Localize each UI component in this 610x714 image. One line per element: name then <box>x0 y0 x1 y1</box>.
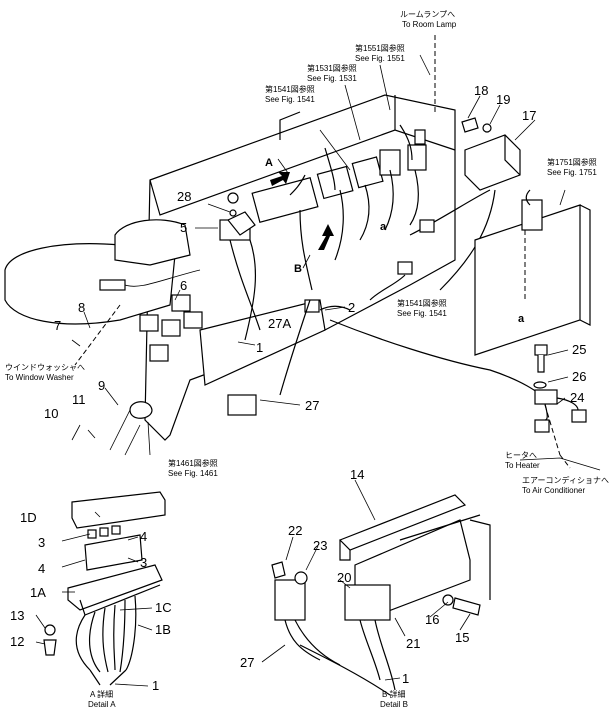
part-number-1-main: 1 <box>256 340 263 355</box>
fig1461-callout-ja: 第1461図参照 <box>168 458 218 468</box>
part-number-1-detail-a: 1 <box>152 678 159 693</box>
part-number-27-main: 27 <box>305 398 319 413</box>
part-number-26: 26 <box>572 369 586 384</box>
view-arrows <box>270 172 334 250</box>
part-number-4-left: 4 <box>38 561 45 576</box>
part-number-14: 14 <box>350 467 364 482</box>
fig1541-mid-callout-ja: 第1541図参照 <box>397 298 447 308</box>
room-lamp-callout-ja: ルームランプへ <box>400 10 455 19</box>
aircon-callout-en: To Air Conditioner <box>522 486 585 495</box>
heater-callout-en: To Heater <box>505 461 540 470</box>
detail-b-title-en: Detail B <box>380 700 408 709</box>
room-lamp-callout-en: To Room Lamp <box>402 20 457 29</box>
part-number-28: 28 <box>177 189 191 204</box>
part-number-3-left: 3 <box>38 535 45 550</box>
aircon-callout-ja: エアーコンディショナへ <box>522 475 609 485</box>
washer-lead <box>74 304 121 366</box>
part-number-16: 16 <box>425 612 439 627</box>
part-number-8: 8 <box>78 300 85 315</box>
part-number-1b: 1B <box>155 622 171 637</box>
part-number-2: 2 <box>348 300 355 315</box>
connection-letter-a-panel: a <box>518 313 525 325</box>
part-number-21: 21 <box>406 636 420 651</box>
detail-a-connector-assembly <box>43 491 166 686</box>
part-number-13: 13 <box>10 608 24 623</box>
leader-lines <box>35 54 569 687</box>
part-number-10: 10 <box>44 406 58 421</box>
part-number-1c: 1C <box>155 600 172 615</box>
detail-a-title-en: Detail A <box>88 700 116 709</box>
heater-lead <box>544 404 571 469</box>
part-number-27-detail-b: 27 <box>240 655 254 670</box>
part-number-23: 23 <box>313 538 327 553</box>
main-dashboard-assembly <box>4 94 587 456</box>
part-number-20: 20 <box>337 570 351 585</box>
fig1751-callout-en: See Fig. 1751 <box>547 168 597 177</box>
controller-17-and-panel <box>439 117 591 389</box>
part-number-27a: 27A <box>268 316 291 331</box>
detail-b-title-ja: B 詳細 <box>382 689 406 699</box>
fig1531-callout-en: See Fig. 1531 <box>307 74 357 83</box>
view-letter-a: A <box>265 157 273 169</box>
part-number-6: 6 <box>180 278 187 293</box>
fig1551-callout-en: See Fig. 1551 <box>355 54 405 63</box>
part-number-5: 5 <box>180 220 187 235</box>
connection-letter-a-dashboard: a <box>380 221 387 233</box>
fig1531-callout-ja: 第1531図参照 <box>307 63 357 73</box>
part-number-3-right: 3 <box>140 555 147 570</box>
part-number-1a: 1A <box>30 585 46 600</box>
view-letter-b: B <box>294 263 302 275</box>
part-number-9: 9 <box>98 378 105 393</box>
fig1551-callout-ja: 第1551図参照 <box>355 43 405 53</box>
part-number-18: 18 <box>474 83 488 98</box>
part-number-1-detail-b: 1 <box>402 671 409 686</box>
part-number-22: 22 <box>288 523 302 538</box>
washer-callout-ja: ウインドウォッシャへ <box>5 363 85 372</box>
part-number-7: 7 <box>54 318 61 333</box>
part-number-15: 15 <box>455 630 469 645</box>
fig1541-mid-callout-en: See Fig. 1541 <box>397 309 447 318</box>
part-number-11: 11 <box>72 392 86 407</box>
part-number-4-right: 4 <box>140 529 147 544</box>
fig1541-top-callout-en: See Fig. 1541 <box>265 95 315 104</box>
fig1461-callout-en: See Fig. 1461 <box>168 469 218 478</box>
washer-callout-en: To Window Washer <box>5 373 74 382</box>
part-number-25: 25 <box>572 342 586 357</box>
view-letters: A B a a <box>265 157 525 325</box>
part-numbers: 28 5 6 7 8 9 10 11 1 27A 2 27 18 19 17 2… <box>10 83 586 693</box>
fig1541-top-callout-ja: 第1541図参照 <box>265 84 315 94</box>
heater-callout-ja: ヒータへ <box>505 451 537 460</box>
fig1751-callout-ja: 第1751図参照 <box>547 157 597 167</box>
detail-b-connector-assembly <box>271 494 491 696</box>
callout-texts: ルームランプへ To Room Lamp 第1551図参照 See Fig. 1… <box>5 10 609 709</box>
part-number-12: 12 <box>10 634 24 649</box>
part-number-1d: 1D <box>20 510 37 525</box>
part-number-19: 19 <box>496 92 510 107</box>
detail-a-title-ja: A 詳細 <box>90 689 113 699</box>
part-number-24: 24 <box>570 390 584 405</box>
part-number-17: 17 <box>522 108 536 123</box>
